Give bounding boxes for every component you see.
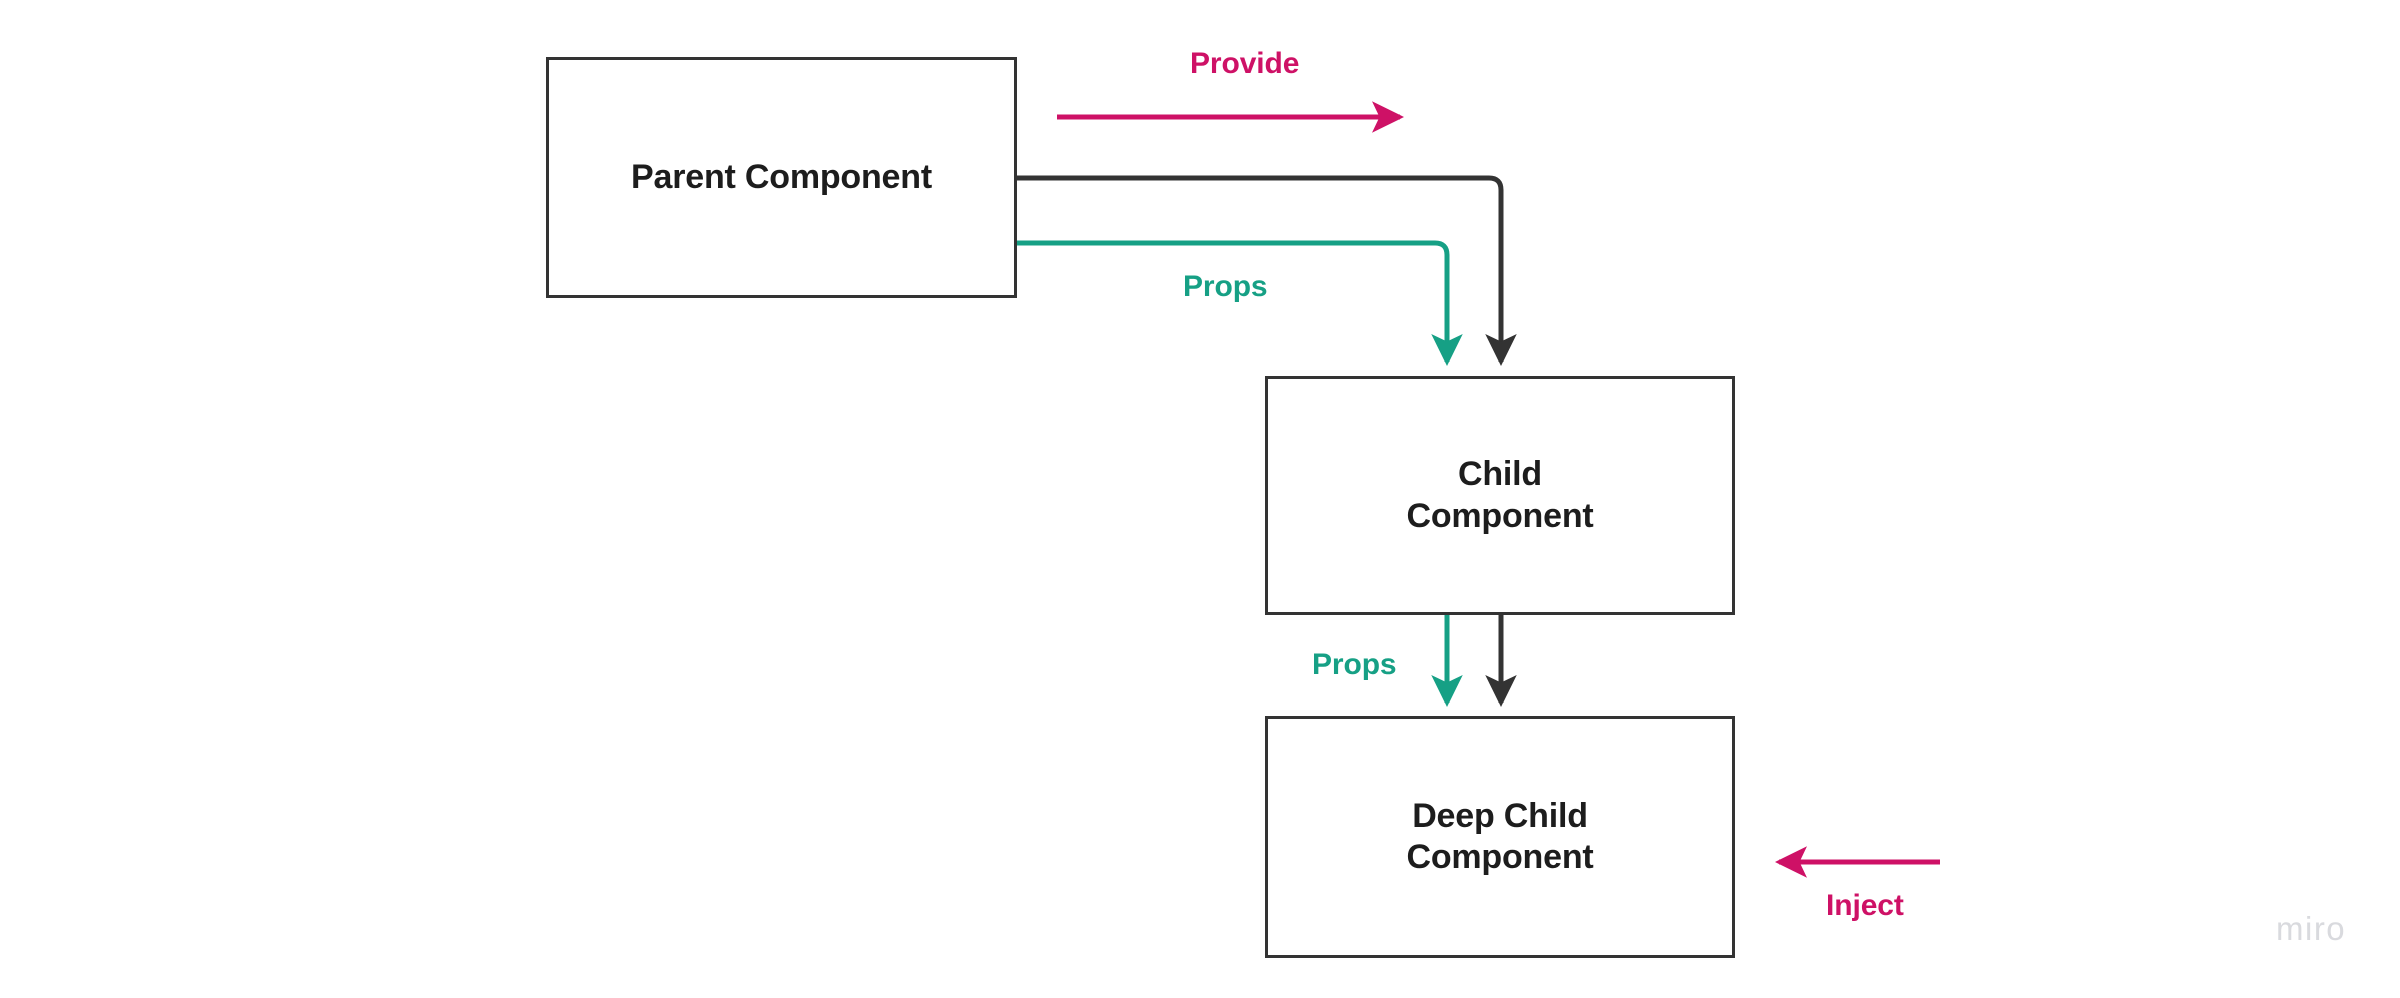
node-parent-component-label: Parent Component xyxy=(631,157,932,196)
miro-watermark: miro xyxy=(2276,910,2347,947)
node-parent-component[interactable]: Parent Component xyxy=(546,57,1017,298)
edge-label-inject: Inject xyxy=(1826,889,1904,922)
edge-label-provide: Provide xyxy=(1190,47,1300,80)
edge-label-props-child-deep: Props xyxy=(1312,648,1397,681)
node-child-component[interactable]: Child Component xyxy=(1265,376,1735,615)
node-child-component-label: Child Component xyxy=(1406,455,1594,535)
node-deep-child-component[interactable]: Deep Child Component xyxy=(1265,716,1735,958)
edge-label-props-parent-child: Props xyxy=(1183,270,1268,303)
node-deep-child-component-label: Deep Child Component xyxy=(1406,796,1594,876)
